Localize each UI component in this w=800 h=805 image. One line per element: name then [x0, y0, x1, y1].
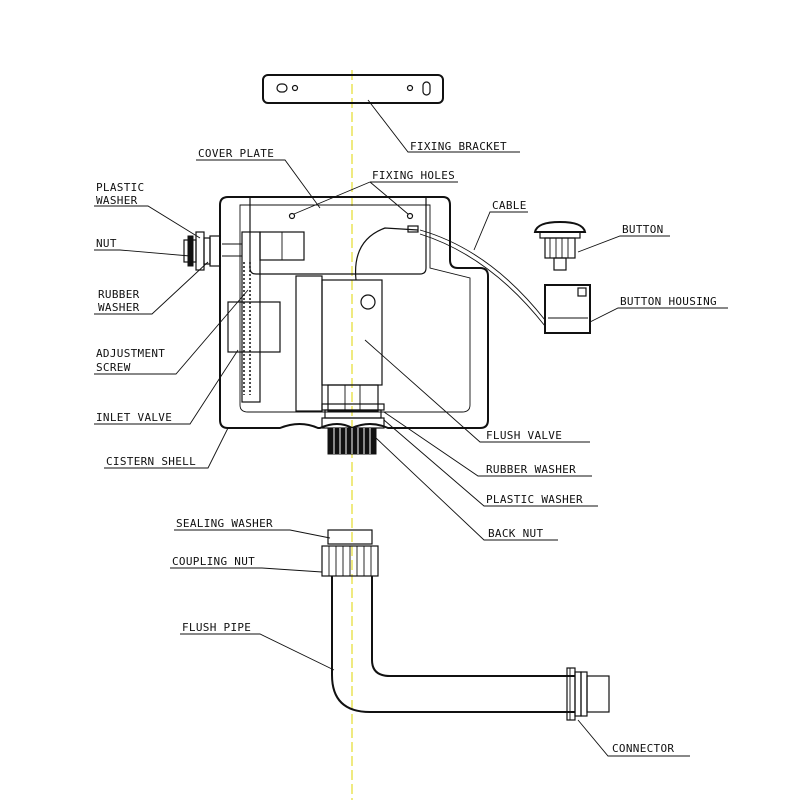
side-nut-assembly: [183, 231, 242, 271]
label-nut: NUT: [96, 237, 117, 250]
label-flush-valve: FLUSH VALVE: [486, 429, 562, 442]
fixing-hole-right: [406, 212, 414, 220]
label-plastic-washer-2: WASHER: [96, 194, 138, 207]
label-back-nut: BACK NUT: [488, 527, 543, 540]
label-sealing-washer: SEALING WASHER: [176, 517, 273, 530]
label-fixing-bracket: FIXING BRACKET: [410, 140, 507, 153]
label-coupling-nut: COUPLING NUT: [172, 555, 255, 568]
label-adjustment-screw-1: ADJUSTMENT: [96, 347, 165, 360]
label-rubber-washer-1: RUBBER: [98, 288, 140, 301]
label-cover-plate: COVER PLATE: [198, 147, 274, 160]
labels: FIXING BRACKET COVER PLATE FIXING HOLES …: [96, 140, 717, 755]
label-plastic-washer-1: PLASTIC: [96, 181, 144, 194]
back-nut-threads: [327, 427, 377, 455]
cover-plate: [249, 197, 427, 275]
label-fixing-holes: FIXING HOLES: [372, 169, 455, 182]
leader-lines: [94, 99, 728, 757]
label-connector: CONNECTOR: [612, 742, 674, 755]
button: [533, 220, 587, 271]
label-rubber-washer-2: WASHER: [98, 301, 140, 314]
connector: [566, 667, 610, 721]
label-cistern-shell: CISTERN SHELL: [106, 455, 196, 468]
label-cable: CABLE: [492, 199, 527, 212]
label-plastic-washer-bottom: PLASTIC WASHER: [486, 493, 583, 506]
flush-pipe: [321, 529, 610, 721]
flush-valve: [295, 275, 385, 455]
inlet-valve: [227, 231, 305, 403]
label-button: BUTTON: [622, 223, 664, 236]
fixing-bracket: [262, 74, 444, 104]
fixing-hole-left: [288, 212, 296, 220]
cable: [354, 225, 546, 327]
button-housing: [544, 284, 591, 334]
coupling-nut: [321, 545, 379, 577]
label-rubber-washer-bottom: RUBBER WASHER: [486, 463, 576, 476]
label-inlet-valve: INLET VALVE: [96, 411, 172, 424]
label-button-housing: BUTTON HOUSING: [620, 295, 717, 308]
cistern-shell: [219, 196, 489, 430]
label-adjustment-screw-2: SCREW: [96, 361, 131, 374]
label-flush-pipe: FLUSH PIPE: [182, 621, 251, 634]
